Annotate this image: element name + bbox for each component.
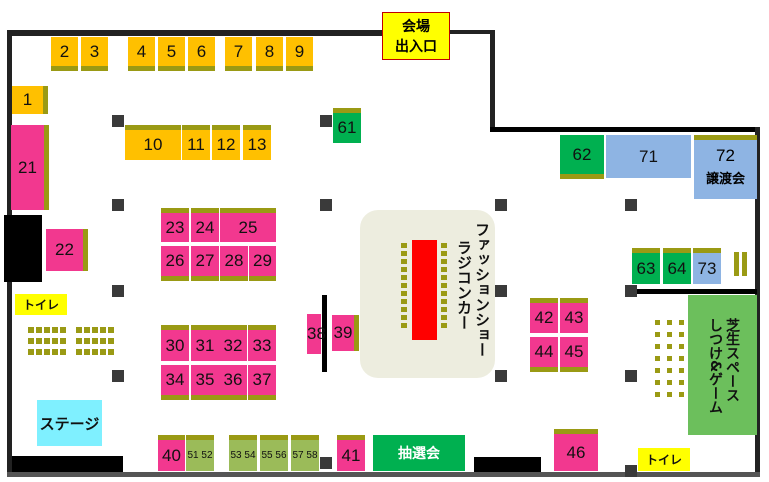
booth-3[interactable]: 3	[81, 37, 108, 71]
booth-42[interactable]: 42	[530, 298, 558, 333]
booth-9[interactable]: 9	[286, 37, 313, 71]
pillar	[112, 285, 124, 297]
transfer-label: 譲渡会	[705, 172, 745, 187]
booth-62[interactable]: 62	[560, 135, 604, 179]
pillar	[320, 457, 332, 469]
pillar	[625, 199, 637, 211]
booth-46[interactable]: 46	[554, 429, 598, 471]
pillar	[112, 115, 124, 127]
lawn-label-2: しつけ&ゲーム	[707, 318, 723, 415]
booth-55-56[interactable]: 55 56	[260, 435, 288, 471]
booth-10[interactable]: 10	[125, 125, 181, 160]
wall-top-mid	[450, 30, 494, 34]
pillar	[320, 115, 332, 127]
wall-partition-right	[632, 289, 757, 294]
booth-27[interactable]: 27	[191, 246, 219, 281]
booth-4[interactable]: 4	[128, 37, 155, 71]
runway	[412, 240, 437, 340]
booth-30[interactable]: 30	[161, 325, 189, 361]
booth-26[interactable]: 26	[161, 246, 189, 281]
booth-53-54[interactable]: 53 54	[229, 435, 257, 471]
booth-31[interactable]: 31	[191, 325, 219, 361]
pillar	[112, 370, 124, 382]
booth-37[interactable]: 37	[248, 365, 276, 400]
rc-car-label: ラジコンカー	[455, 240, 473, 330]
pillar	[495, 199, 507, 211]
booth-64[interactable]: 64	[663, 248, 691, 284]
lawn-label-1: 芝生スペース	[724, 318, 740, 402]
booth-29[interactable]: 29	[249, 246, 276, 281]
booth-63[interactable]: 63	[632, 248, 660, 284]
booth-21[interactable]: 21	[11, 125, 49, 210]
booth-61[interactable]: 61	[333, 108, 361, 143]
booth-6[interactable]: 6	[188, 37, 215, 71]
booth-13[interactable]: 13	[243, 125, 271, 160]
booth-24[interactable]: 24	[191, 208, 219, 242]
booth-28[interactable]: 28	[220, 246, 248, 281]
booth-25[interactable]: 25	[220, 208, 276, 242]
booth-43[interactable]: 43	[560, 298, 588, 333]
booth-71[interactable]: 71	[606, 135, 691, 178]
wall-right	[755, 127, 760, 477]
booth-45[interactable]: 45	[560, 337, 588, 372]
wall-top-left	[7, 30, 383, 36]
lottery-area[interactable]: 抽選会	[373, 435, 465, 471]
table-marker	[734, 252, 739, 276]
table-marker	[742, 252, 747, 276]
booth-22[interactable]: 22	[46, 229, 88, 271]
entrance-line1: 会場	[402, 19, 430, 35]
seating-grid-left-a	[28, 327, 67, 359]
booth-44[interactable]: 44	[530, 337, 558, 372]
booth-39[interactable]: 39	[332, 315, 359, 351]
booth-8[interactable]: 8	[256, 37, 283, 71]
seating-grid-right	[655, 320, 685, 404]
booth-1[interactable]: 1	[12, 86, 48, 114]
fashion-show-label: ファッションショー	[473, 222, 491, 357]
booth-72[interactable]: 72 譲渡会	[694, 135, 757, 199]
wall-right-step	[490, 127, 760, 132]
booth-51-52[interactable]: 51 52	[186, 435, 214, 471]
booth-12[interactable]: 12	[212, 125, 240, 160]
pillar	[625, 370, 637, 382]
booth-5[interactable]: 5	[158, 37, 185, 71]
seating-grid-left-b	[76, 327, 115, 359]
booth-32[interactable]: 32	[219, 325, 247, 361]
wall-partition-center	[322, 295, 327, 372]
chair-row-left	[401, 243, 407, 331]
pillar	[625, 465, 637, 477]
pillar	[625, 285, 637, 297]
stage[interactable]: ステージ	[37, 400, 102, 446]
pillar	[495, 285, 507, 297]
booth-57-58[interactable]: 57 58	[291, 435, 319, 471]
booth-40[interactable]: 40	[158, 435, 185, 471]
black-block-bottom-left	[12, 456, 123, 472]
booth-33[interactable]: 33	[248, 325, 276, 361]
toilet-left: トイレ	[15, 294, 67, 315]
booth-38[interactable]: 38	[307, 314, 326, 354]
booth-34[interactable]: 34	[161, 365, 189, 400]
booth-23[interactable]: 23	[161, 208, 189, 242]
wall-bottom	[7, 472, 760, 477]
black-block-left	[4, 215, 42, 282]
wall-right-upper	[490, 30, 495, 131]
booth-2[interactable]: 2	[51, 37, 78, 71]
pillar	[495, 370, 507, 382]
toilet-right: トイレ	[638, 448, 690, 471]
booth-7[interactable]: 7	[225, 37, 252, 71]
chair-row-right	[441, 243, 447, 331]
pillar	[320, 199, 332, 211]
booth-72-number: 72	[716, 146, 735, 165]
booth-41[interactable]: 41	[337, 435, 365, 471]
entrance-sign: 会場 出入口	[382, 12, 450, 60]
pillar	[112, 199, 124, 211]
booth-73[interactable]: 73	[693, 248, 721, 284]
booth-11[interactable]: 11	[182, 125, 210, 160]
booth-35[interactable]: 35	[191, 365, 219, 400]
booth-36[interactable]: 36	[219, 365, 247, 400]
entrance-line2: 出入口	[395, 39, 437, 55]
lawn-space[interactable]	[688, 295, 757, 435]
black-block-bottom-mid	[474, 457, 541, 472]
